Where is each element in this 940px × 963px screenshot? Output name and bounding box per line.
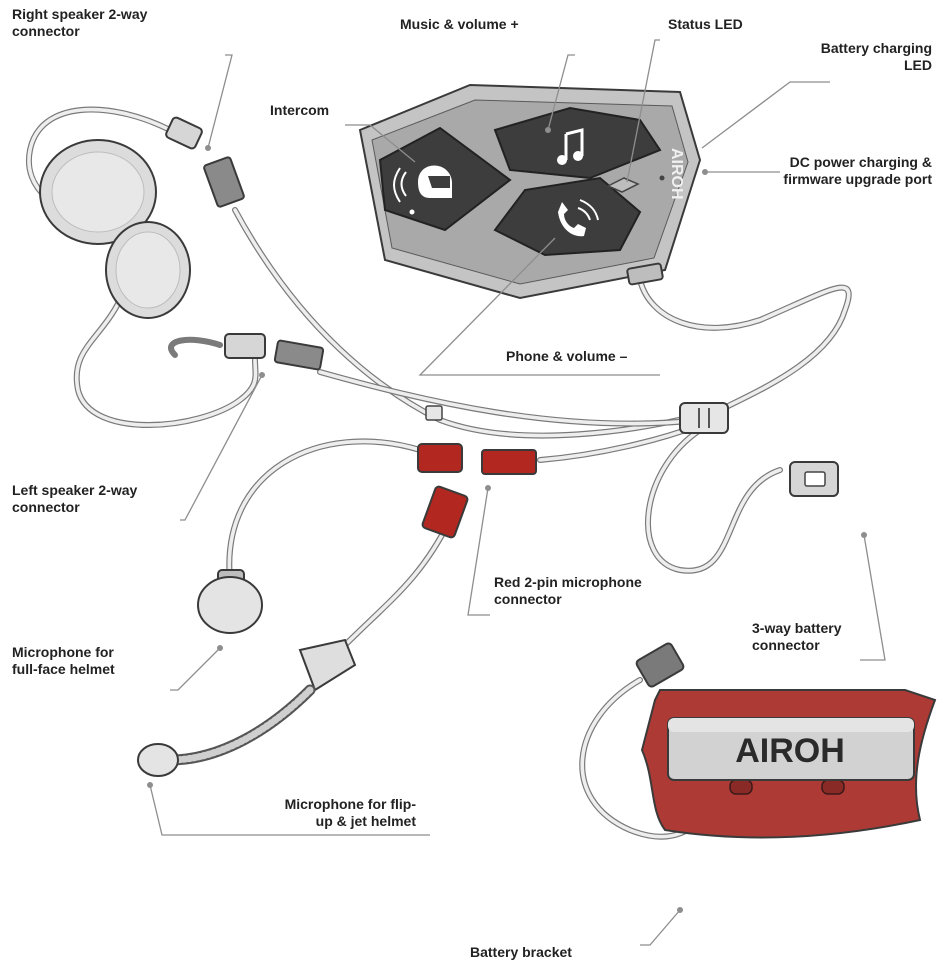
label-battery-led: Battery charging LED: [821, 40, 932, 74]
intercom-device: AIROH: [360, 85, 700, 298]
battery-led: [660, 176, 665, 181]
label-red-connector: Red 2-pin microphone connector: [494, 574, 642, 608]
label-phone: Phone & volume –: [506, 348, 627, 365]
label-right-speaker: Right speaker 2-way connector: [12, 6, 147, 40]
label-battery-3way: 3-way battery connector: [752, 620, 841, 654]
label-dc-port: DC power charging & firmware upgrade por…: [783, 154, 932, 188]
red-mic-connector: [418, 444, 536, 538]
flipup-microphone: [138, 640, 355, 776]
left-speaker: [106, 222, 190, 318]
fullface-microphone: [198, 570, 262, 633]
label-intercom: Intercom: [270, 102, 329, 119]
right-speaker-connector: [165, 116, 245, 207]
label-music: Music & volume +: [400, 16, 519, 33]
battery-logo: AIROH: [735, 732, 845, 770]
label-battery-bracket: Battery bracket: [470, 944, 572, 961]
label-status-led: Status LED: [668, 16, 743, 33]
left-speaker-connector: [225, 334, 324, 370]
label-mic-flipup: Microphone for flip- up & jet helmet: [220, 796, 416, 830]
label-mic-fullface: Microphone for full-face helmet: [12, 644, 115, 678]
battery-3way-connector: [790, 462, 838, 496]
device-logo: AIROH: [668, 148, 685, 200]
label-left-speaker: Left speaker 2-way connector: [12, 482, 137, 516]
